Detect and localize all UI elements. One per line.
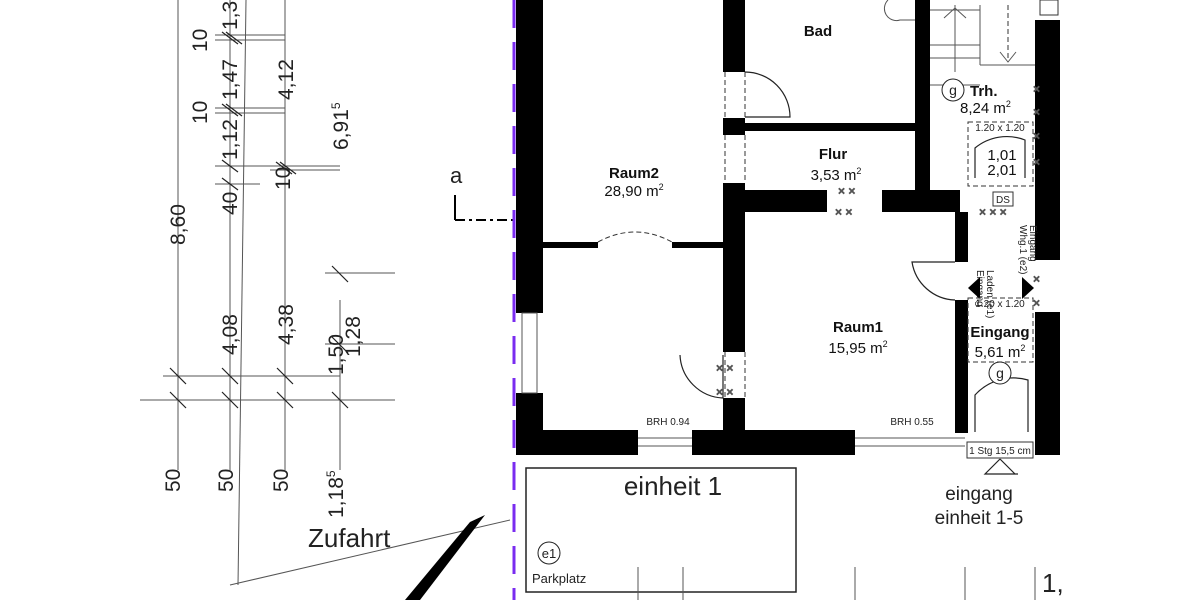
dim-1-18: 1,185 bbox=[324, 470, 348, 518]
eingang-einheit-range: einheit 1-5 bbox=[935, 508, 1024, 529]
brh-label: BRH 0.94 bbox=[646, 417, 690, 428]
room-trh-name: Trh. bbox=[970, 83, 998, 100]
parkplatz-label: Parkplatz bbox=[532, 571, 586, 586]
dimension-lines bbox=[140, 0, 511, 586]
dim-50: 50 bbox=[162, 469, 185, 492]
door-width: 1,01 bbox=[987, 147, 1016, 164]
dim-40: 40 bbox=[219, 192, 242, 215]
svg-text:×: × bbox=[1033, 82, 1040, 96]
staircase bbox=[883, 0, 1059, 86]
dim-1-12: 1,12 bbox=[219, 119, 242, 160]
dim-1-47: 1,47 bbox=[219, 59, 242, 100]
eingang-marker: g bbox=[996, 365, 1004, 381]
svg-text:× ×: × × bbox=[716, 385, 733, 399]
svg-text:× ×: × × bbox=[835, 205, 852, 219]
trh-marker: g bbox=[949, 82, 957, 98]
room-raum1-area: 15,95 m2 bbox=[828, 339, 887, 357]
svg-text:×: × bbox=[1033, 129, 1040, 143]
eingang-whg-label: EingangWhg.1 (e2) bbox=[1017, 225, 1038, 274]
dim-4-12: 4,12 bbox=[275, 59, 298, 100]
svg-text:× ×: × × bbox=[716, 361, 733, 375]
room-raum1-name: Raum1 bbox=[833, 319, 883, 336]
dim-4-08: 4,08 bbox=[219, 314, 242, 355]
svg-text:×: × bbox=[1033, 272, 1040, 286]
room-flur-name: Flur bbox=[819, 146, 847, 163]
svg-text:× × ×: × × × bbox=[979, 205, 1007, 219]
dim-50: 50 bbox=[215, 469, 238, 492]
brh-label: BRH 0.55 bbox=[890, 417, 934, 428]
dim-10: 10 bbox=[189, 29, 212, 52]
dimension-labels: 8,60 10 1,3 1,47 10 1,12 40 4,12 10 6,91… bbox=[162, 1, 391, 553]
step-label: 1 Stg 15,5 cm bbox=[969, 446, 1031, 457]
room-raum2-area: 28,90 m2 bbox=[604, 182, 663, 200]
cut-dimension: 1, bbox=[1042, 568, 1064, 598]
clearance-box-label: 1.20 x 1.20 bbox=[975, 123, 1025, 134]
x-marks: × × × × × × × × × × × × × × × × × bbox=[716, 82, 1041, 400]
parking-area bbox=[525, 467, 797, 593]
dim-1-28: 1,28 bbox=[342, 316, 365, 357]
svg-text:a: a bbox=[450, 163, 463, 188]
dim-1-50: 1,50 bbox=[325, 334, 348, 375]
room-flur-area: 3,53 m2 bbox=[811, 166, 862, 184]
room-eingang-area: 5,61 m2 bbox=[975, 343, 1026, 361]
parkplatz-marker: e1 bbox=[542, 546, 556, 561]
room-bad-name: Bad bbox=[804, 23, 832, 40]
svg-text:×: × bbox=[1033, 105, 1040, 119]
dim-10: 10 bbox=[272, 167, 295, 190]
dim-1-3: 1,3 bbox=[219, 1, 242, 30]
dim-8-60: 8,60 bbox=[167, 204, 190, 245]
dim-4-38: 4,38 bbox=[275, 304, 298, 345]
clearance-box-label: 1.20 x 1.20 bbox=[975, 299, 1025, 310]
north-arrow-icon bbox=[405, 515, 485, 600]
dim-6-91: 6,915 bbox=[329, 102, 353, 150]
svg-text:×: × bbox=[1033, 296, 1040, 310]
section-marker: a bbox=[450, 163, 516, 221]
room-eingang-name: Eingang bbox=[970, 324, 1029, 341]
einheit-label: einheit 1 bbox=[624, 471, 722, 501]
room-raum2-name: Raum2 bbox=[609, 165, 659, 182]
dim-50: 50 bbox=[270, 469, 293, 492]
eingang-einheit-label: eingang bbox=[945, 484, 1013, 505]
svg-text:×: × bbox=[1033, 155, 1040, 169]
walls bbox=[516, 0, 1060, 455]
bottom-dimension-lines bbox=[637, 567, 1036, 600]
svg-text:× ×: × × bbox=[838, 184, 855, 198]
dim-10: 10 bbox=[189, 101, 212, 124]
ds-label: DS bbox=[996, 195, 1010, 206]
room-trh-area: 8,24 m2 bbox=[960, 99, 1011, 117]
zufahrt-label: Zufahrt bbox=[308, 523, 391, 553]
door-height: 2,01 bbox=[987, 162, 1016, 179]
